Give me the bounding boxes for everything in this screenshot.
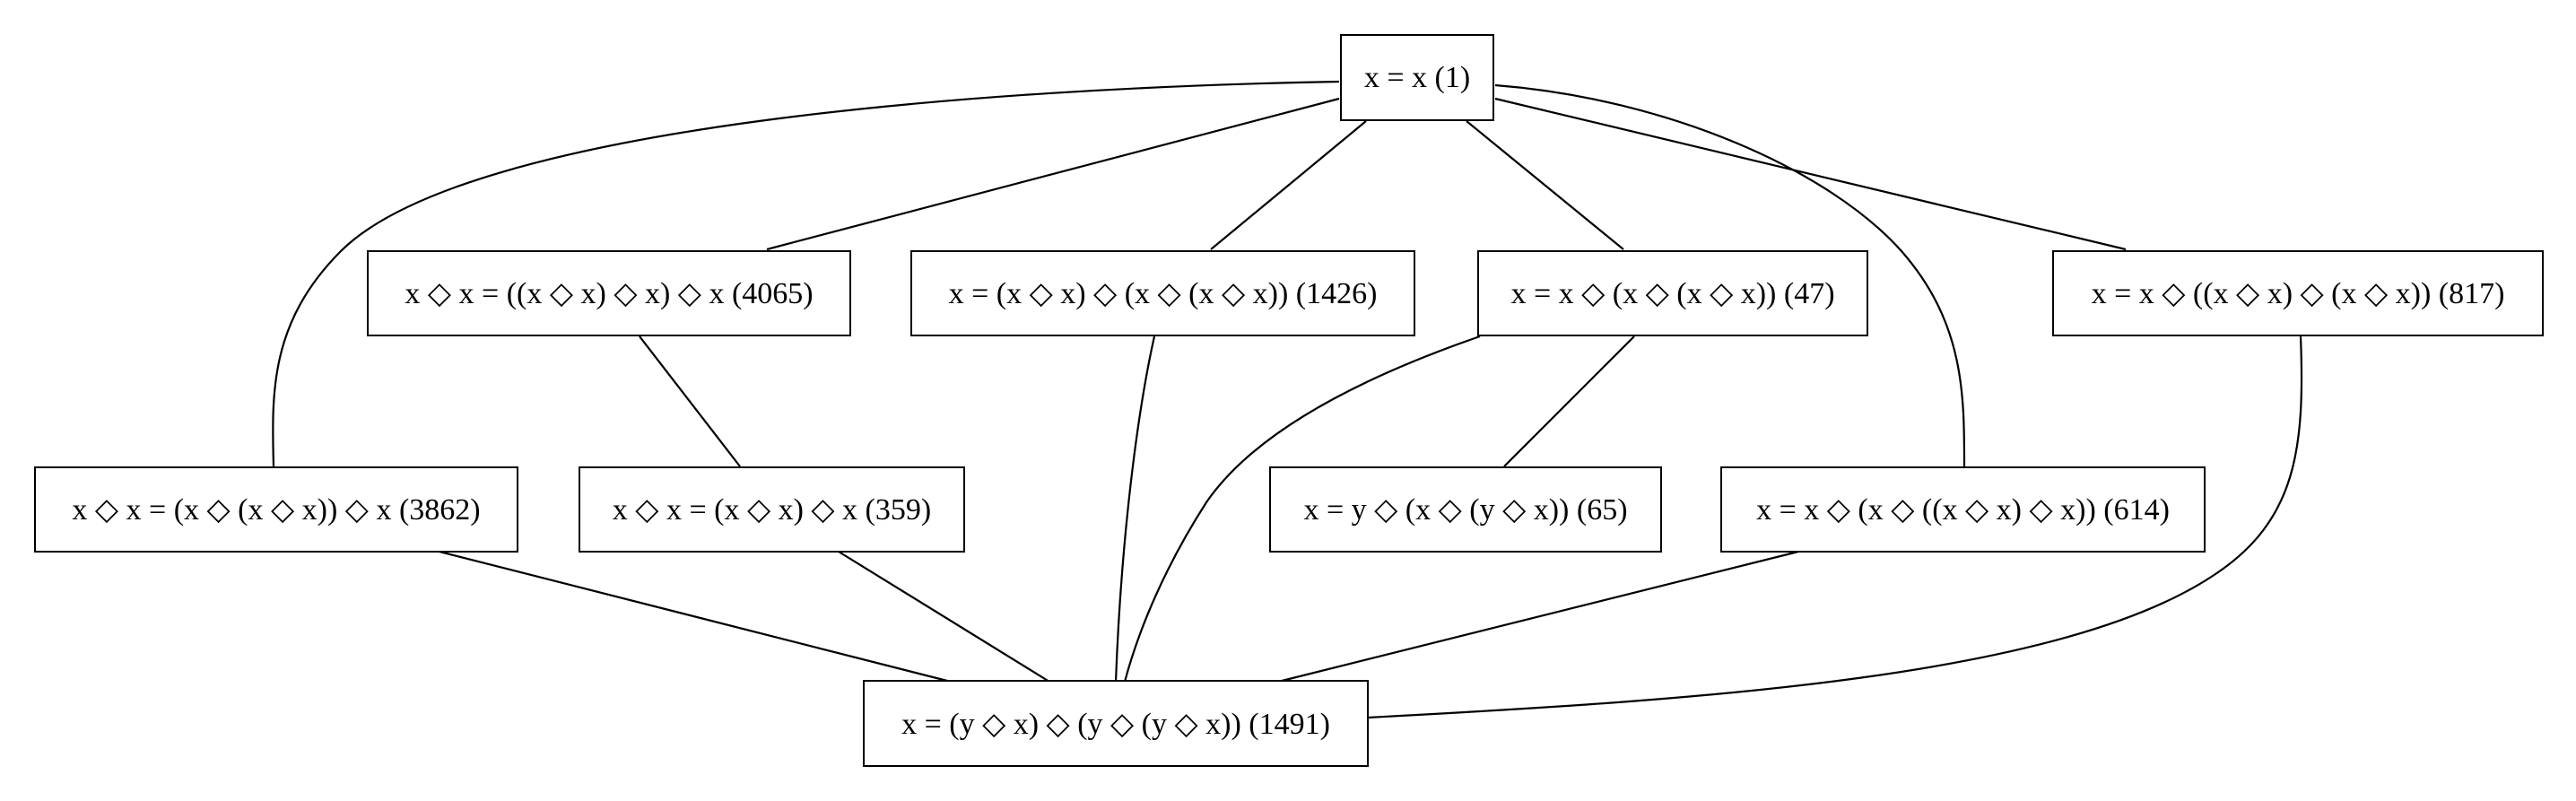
node-equation-1: x = x (1) — [1340, 34, 1494, 121]
node-label: x = x ◇ (x ◇ ((x ◇ x) ◇ x)) (614) — [1756, 493, 2170, 527]
node-label: x = x ◇ ((x ◇ x) ◇ (x ◇ x)) (817) — [2091, 277, 2505, 310]
node-equation-359: x ◇ x = (x ◇ x) ◇ x (359) — [579, 466, 965, 553]
edge-1-to-614 — [1494, 83, 1966, 467]
edge-1426-to-1491 — [1114, 335, 1156, 683]
node-label: x = x ◇ (x ◇ (x ◇ x)) (47) — [1510, 277, 1835, 310]
edge-1-to-47 — [1466, 120, 1624, 250]
node-label: x = (x ◇ x) ◇ (x ◇ (x ◇ x)) (1426) — [948, 277, 1378, 310]
edge-3862-to-1491 — [439, 550, 952, 683]
edge-47-to-65 — [1503, 335, 1635, 467]
node-label: x = (y ◇ x) ◇ (y ◇ (y ◇ x)) (1491) — [901, 707, 1330, 741]
edge-817-to-1491 — [1367, 335, 2303, 719]
edge-4065-to-359 — [639, 335, 741, 467]
node-label: x ◇ x = (x ◇ x) ◇ x (359) — [612, 493, 932, 527]
edge-359-to-1491 — [838, 551, 1050, 683]
node-label: x = y ◇ (x ◇ (y ◇ x)) (65) — [1303, 493, 1628, 527]
node-equation-1491: x = (y ◇ x) ◇ (y ◇ (y ◇ x)) (1491) — [863, 680, 1369, 767]
node-equation-65: x = y ◇ (x ◇ (y ◇ x)) (65) — [1269, 466, 1662, 553]
node-equation-817: x = x ◇ ((x ◇ x) ◇ (x ◇ x)) (817) — [2052, 250, 2544, 336]
edge-1-to-1426 — [1210, 120, 1367, 250]
edge-1-to-4065 — [766, 97, 1340, 251]
edge-1-to-817 — [1494, 97, 2127, 251]
node-label: x ◇ x = ((x ◇ x) ◇ x) ◇ x (4065) — [405, 277, 814, 310]
edge-1-to-3862 — [272, 80, 1340, 467]
node-equation-3862: x ◇ x = (x ◇ (x ◇ x)) ◇ x (3862) — [34, 466, 518, 553]
node-equation-614: x = x ◇ (x ◇ ((x ◇ x) ◇ x)) (614) — [1720, 466, 2206, 553]
edge-47-to-1491 — [1123, 335, 1481, 683]
node-equation-4065: x ◇ x = ((x ◇ x) ◇ x) ◇ x (4065) — [367, 250, 851, 336]
node-label: x = x (1) — [1363, 60, 1471, 94]
edge-614-to-1491 — [1277, 550, 1799, 683]
node-equation-1426: x = (x ◇ x) ◇ (x ◇ (x ◇ x)) (1426) — [910, 250, 1415, 336]
node-equation-47: x = x ◇ (x ◇ (x ◇ x)) (47) — [1477, 250, 1868, 336]
edges — [272, 80, 2303, 719]
node-label: x ◇ x = (x ◇ (x ◇ x)) ◇ x (3862) — [72, 493, 481, 527]
